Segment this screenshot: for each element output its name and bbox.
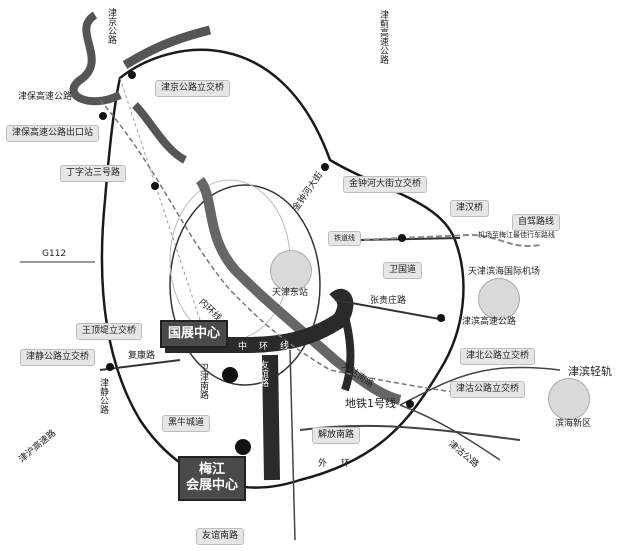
dashed-north-south [119,77,201,321]
label-zhonghuan: 中环线 [238,342,302,352]
label-zhangguizhuang: 张贵庄路 [370,296,407,306]
river-haihe [195,177,402,405]
road-band-north [122,25,212,69]
node-jinbei [437,314,445,322]
jiefang-south-road [289,349,296,541]
label-jingu-interchange: 津沽公路立交桥 [450,381,526,398]
label-g112: G112 [42,249,67,259]
label-jinji-expressway: 津蓟高速公路 [378,10,388,64]
label-meijiang-line1: 梅江 [199,462,226,477]
rail-line-dashed [99,99,481,396]
node-jingjin [128,71,136,79]
label-youyi-road: 友谊路 [258,360,268,387]
node-jinjing [106,363,114,371]
label-meijiang: 梅江 会展中心 [178,456,247,501]
node-jinbao [99,112,107,120]
train-station-icon [270,250,312,292]
label-waihuan: 外环 [318,459,365,469]
zhangguizhuang-road [334,299,446,321]
middle-ring-highlight [165,288,354,353]
marker-meijiang [235,439,251,455]
label-jinbao-exit: 津保高速公路出口站 [6,125,100,142]
label-meijiang-line2: 会展中心 [186,478,239,494]
jinbin-expressway [399,366,561,406]
node-dingzigu [151,182,159,190]
label-jinbao-expressway: 津保高速公路 [18,92,73,102]
label-binhai-airport: 天津滨海国际机场 [468,267,541,277]
airport-icon [478,278,520,320]
label-jinbei-interchange: 津北公路立交桥 [460,348,536,365]
label-jiefang-south: 解放南路 [312,427,361,444]
label-dingzigu: 丁字沽三号路 [60,165,127,182]
label-tiedao: 铁道线 [328,231,361,246]
label-binhai-new: 滨海新区 [555,419,592,429]
outer-ring-road [100,48,465,489]
middle-ring-east [336,298,355,392]
inner-ring-road [169,184,321,386]
label-weiguo-road: 卫国道 [383,262,423,279]
node-weiguo [398,234,406,242]
label-jinbin-expressway: 津滨高速公路 [462,317,517,327]
label-zijia-route: 自驾路线 [512,214,561,231]
label-weijin-south: 卫津南路 [198,363,208,399]
label-jinzhong-interchange: 金钟河大街立交桥 [343,176,428,193]
label-metro1: 地铁1号线 [345,397,396,410]
label-airport-route: 机场至梅江最佳行车路线 [478,231,555,239]
label-jingjin-highway: 津京公路 [106,8,116,44]
node-jingu [406,400,414,408]
marker-guozhan [222,367,238,383]
label-fukang-road: 复康路 [128,351,156,361]
label-jinbin-light: 津滨轻轨 [568,365,612,378]
label-jinjing-interchange: 津静公路立交桥 [20,349,96,366]
label-jinjing-highway: 津静公路 [98,378,108,414]
label-youyi-south: 友谊南路 [196,528,245,545]
label-tianjin-east: 天津东站 [272,288,309,298]
city-skyline-icon [548,378,590,420]
node-jinzhong [321,163,329,171]
airport-route-dashed [354,233,541,247]
road-band-ding [132,102,188,164]
label-jingjin-interchange: 津京公路立交桥 [155,80,231,97]
jingu-highway [399,404,501,461]
youyi-road-highlight [262,354,280,481]
label-wangdingdi: 王顶堤立交桥 [76,323,143,340]
river-north [69,11,122,106]
label-guozhan: 国展中心 [160,320,229,349]
label-heiniucheng: 黑牛城道 [162,415,211,432]
label-jinhan-bridge: 津汉桥 [450,200,490,217]
